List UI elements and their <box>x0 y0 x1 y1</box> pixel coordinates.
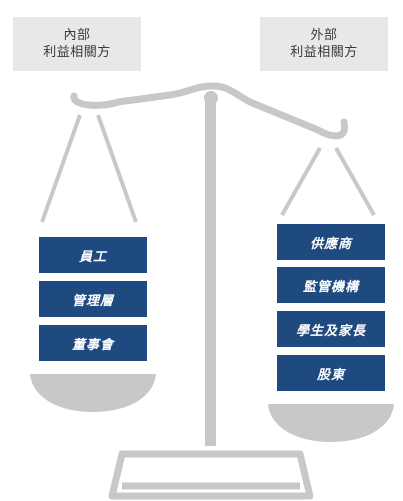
left-pan-string <box>40 114 82 223</box>
internal-header-line1: 內部 <box>63 28 91 43</box>
external-item: 供應商 <box>277 224 385 260</box>
left-pan <box>30 374 156 412</box>
scale-pole <box>205 98 216 446</box>
external-stakeholders-header: 外部 利益相關方 <box>260 17 388 71</box>
external-item: 監管機構 <box>277 267 385 303</box>
right-pan-string <box>280 147 322 216</box>
internal-item: 管理層 <box>39 281 147 317</box>
scale-beam <box>70 82 349 140</box>
external-item: 股東 <box>277 355 385 391</box>
internal-header-line2: 利益相關方 <box>43 45 111 60</box>
left-pan-string <box>96 114 138 223</box>
internal-item: 董事會 <box>39 325 147 361</box>
external-header-line1: 外部 <box>310 28 338 43</box>
external-item: 學生及家長 <box>277 311 385 347</box>
right-pan <box>268 404 394 442</box>
external-header-line2: 利益相關方 <box>290 45 358 60</box>
internal-stakeholders-header: 內部 利益相關方 <box>13 17 141 71</box>
internal-item: 員工 <box>39 237 147 273</box>
scale-base <box>108 450 314 500</box>
right-pan-string <box>334 147 376 216</box>
